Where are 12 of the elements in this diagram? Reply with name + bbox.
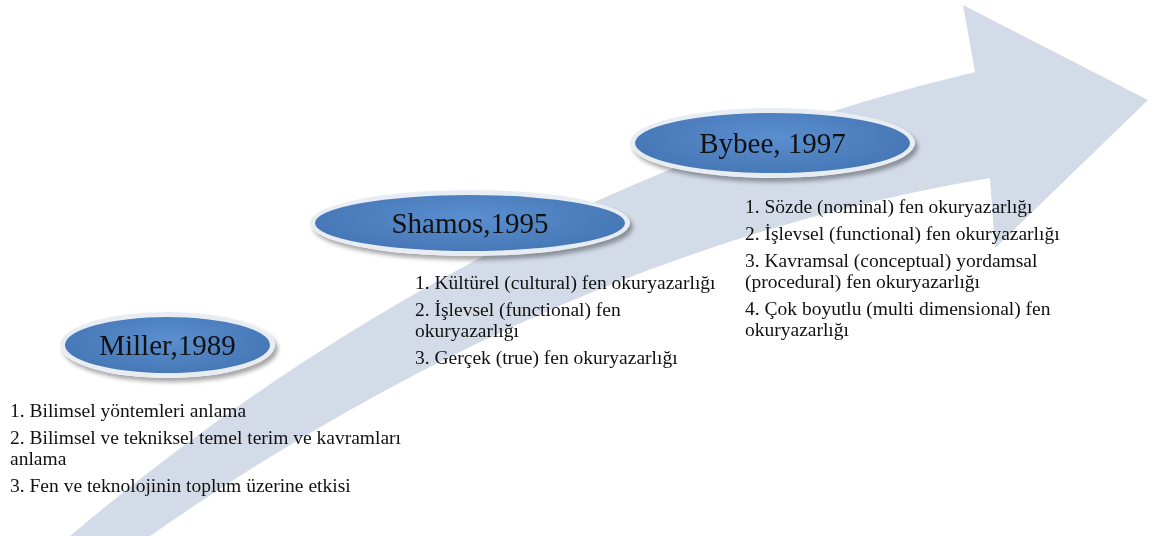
list-item: 3. Gerçek (true) fen okuryazarlığı [415, 347, 679, 368]
list-item: 4. Çok boyutlu (multi dimensional) fen okuryazarlığı [745, 298, 1052, 340]
list-item: 2. Bilimsel ve tekniksel temel terim ve kavramları anlama [10, 427, 402, 469]
list-item: 3. Kavramsal (conceptual) yordamsal (procedural) fen okuryazarlığı [745, 250, 1039, 292]
list-item: 1. Bilimsel yöntemleri anlama [10, 400, 248, 421]
list-item: 3. Fen ve teknolojinin toplum üzerine etkisi [10, 475, 352, 496]
list-item: 1. Sözde (nominal) fen okuryazarlığı [745, 196, 1034, 217]
list-item: 1. Kültürel (cultural) fen okuryazarlığı [415, 272, 717, 293]
ellipse-node: Miller,1989 [60, 312, 275, 378]
list-item: 2. İşlevsel (functional) fen okuryazarlığı [745, 223, 1061, 244]
ellipse-node: Shamos,1995 [310, 190, 630, 256]
list-item: 2. İşlevsel (functional) fen okuryazarlığı [415, 299, 622, 341]
